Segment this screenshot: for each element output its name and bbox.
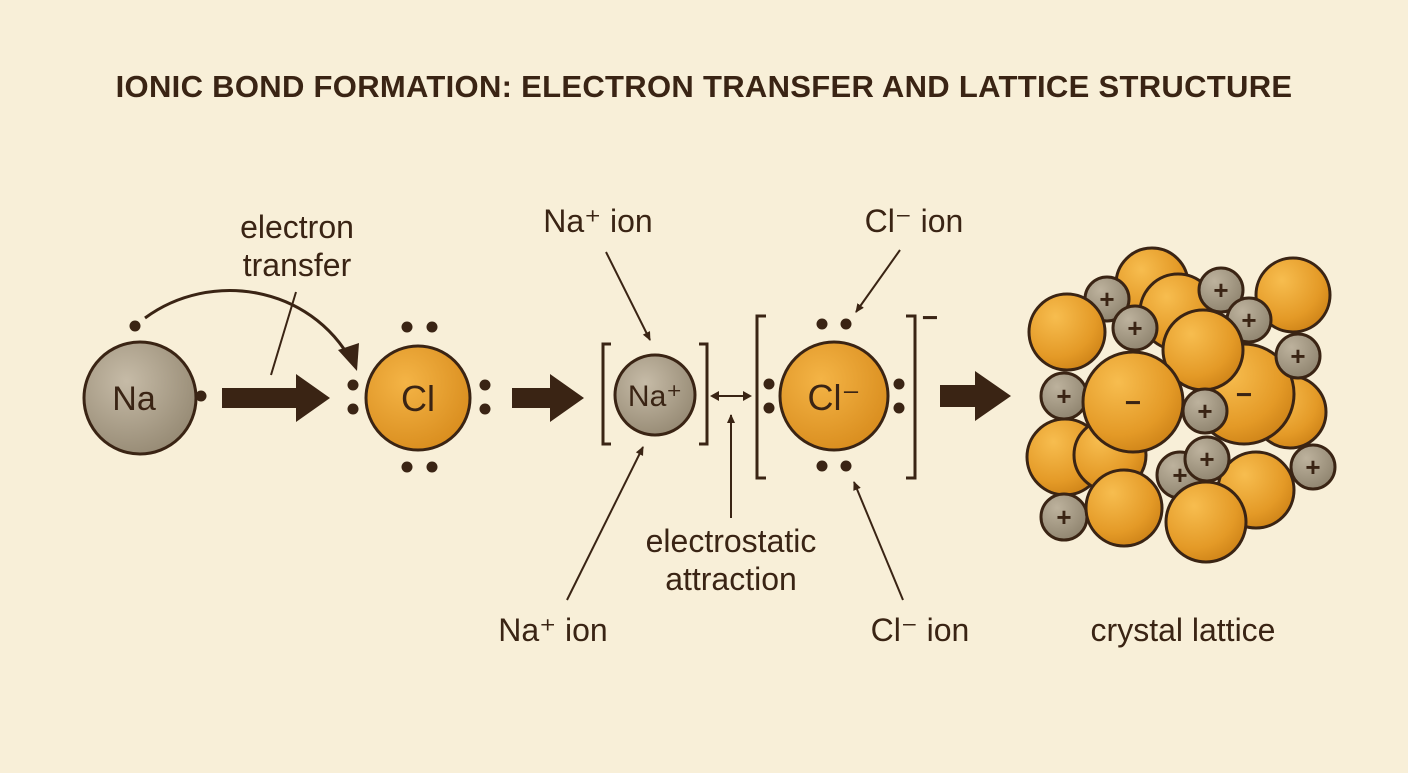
lattice-sodium-ball <box>1274 332 1322 380</box>
chloride-ion-pointer-bottom <box>853 481 904 601</box>
lattice-sodium-charge-sign: + <box>1056 502 1071 532</box>
sodium-ion: Na⁺ <box>613 353 697 437</box>
reaction-arrow-3 <box>940 371 1011 421</box>
lattice-sodium-ball <box>1181 387 1229 435</box>
crystal-lattice: ++++−++++−+++ <box>1025 246 1337 564</box>
electrostatic-attraction-label-line1: electrostatic <box>646 523 817 559</box>
electron-transfer-curve <box>144 289 354 363</box>
sodium-ion-pointer-bottom <box>566 446 644 601</box>
lattice-sodium-charge-sign: + <box>1305 452 1320 482</box>
lattice-chloride-ball <box>1081 350 1185 454</box>
crystal-lattice-label: crystal lattice <box>1091 612 1276 648</box>
electron-transfer-label-line2: transfer <box>243 247 352 283</box>
chlorine-valence-electrons <box>347 321 491 473</box>
lattice-chloride-charge-sign: − <box>1125 387 1141 418</box>
lattice-sodium-charge-sign: + <box>1199 444 1214 474</box>
lattice-sodium-charge-sign: + <box>1290 341 1305 371</box>
sodium-ion-pointer-top <box>605 251 651 341</box>
lattice-chloride-ball <box>1084 468 1164 548</box>
sodium-ion-right-bracket <box>699 342 709 446</box>
lattice-sodium-charge-sign: + <box>1127 313 1142 343</box>
chloride-ion-symbol: Cl⁻ <box>808 377 861 418</box>
lattice-sodium-charge-sign: + <box>1213 275 1228 305</box>
lattice-sodium-ball <box>1197 266 1245 314</box>
sodium-ion-label-top: Na⁺ ion <box>543 203 652 239</box>
electron-transfer-label-line1: electron <box>240 209 354 245</box>
chlorine-atom-symbol: Cl <box>401 378 435 419</box>
sodium-ion-symbol: Na⁺ <box>628 380 682 413</box>
chloride-ion-left-bracket <box>755 314 766 480</box>
lattice-sodium-ball <box>1111 304 1159 352</box>
electron-transfer-curve-head <box>338 343 359 371</box>
sodium-side-electron <box>195 390 207 402</box>
sodium-ion-label-bottom: Na⁺ ion <box>498 612 607 648</box>
electron-transfer-pointer <box>270 291 297 376</box>
chloride-ion-sphere <box>778 340 890 452</box>
sodium-ion-left-bracket <box>601 342 611 446</box>
chloride-ion-pointer-top <box>855 249 901 313</box>
chlorine-atom-sphere <box>364 344 472 452</box>
sodium-valence-electron <box>129 320 141 332</box>
lattice-sodium-charge-sign: + <box>1197 396 1212 426</box>
lattice-sodium-charge-sign: + <box>1099 284 1114 314</box>
lattice-chloride-ball <box>1254 256 1332 334</box>
attraction-double-arrow <box>710 391 752 401</box>
chloride-ion: Cl⁻ <box>778 340 890 452</box>
chloride-bracket-charge: − <box>922 302 938 333</box>
chloride-ion-label-top: Cl⁻ ion <box>865 203 964 239</box>
lattice-chloride-charge-sign: − <box>1236 379 1252 410</box>
lattice-sodium-charge-sign: + <box>1241 305 1256 335</box>
lattice-chloride-ball <box>1027 292 1107 372</box>
sodium-atom: Na <box>82 340 198 456</box>
reaction-arrow-1 <box>222 374 330 422</box>
reaction-arrow-2 <box>512 374 584 422</box>
sodium-ion-sphere <box>613 353 697 437</box>
lattice-sodium-charge-sign: + <box>1172 460 1187 490</box>
chloride-ion-label-bottom: Cl⁻ ion <box>871 612 970 648</box>
lattice-sodium-ball <box>1289 443 1337 491</box>
chloride-ion-electrons <box>763 318 905 472</box>
chloride-ion-right-bracket <box>906 314 917 480</box>
chlorine-atom: Cl <box>364 344 472 452</box>
lattice-sodium-charge-sign: + <box>1056 381 1071 411</box>
lattice-chloride-ball <box>1164 480 1248 564</box>
sodium-atom-symbol: Na <box>112 380 156 418</box>
electrostatic-attraction-label-line2: attraction <box>665 561 797 597</box>
diagram-title: IONIC BOND FORMATION: ELECTRON TRANSFER … <box>116 69 1293 104</box>
